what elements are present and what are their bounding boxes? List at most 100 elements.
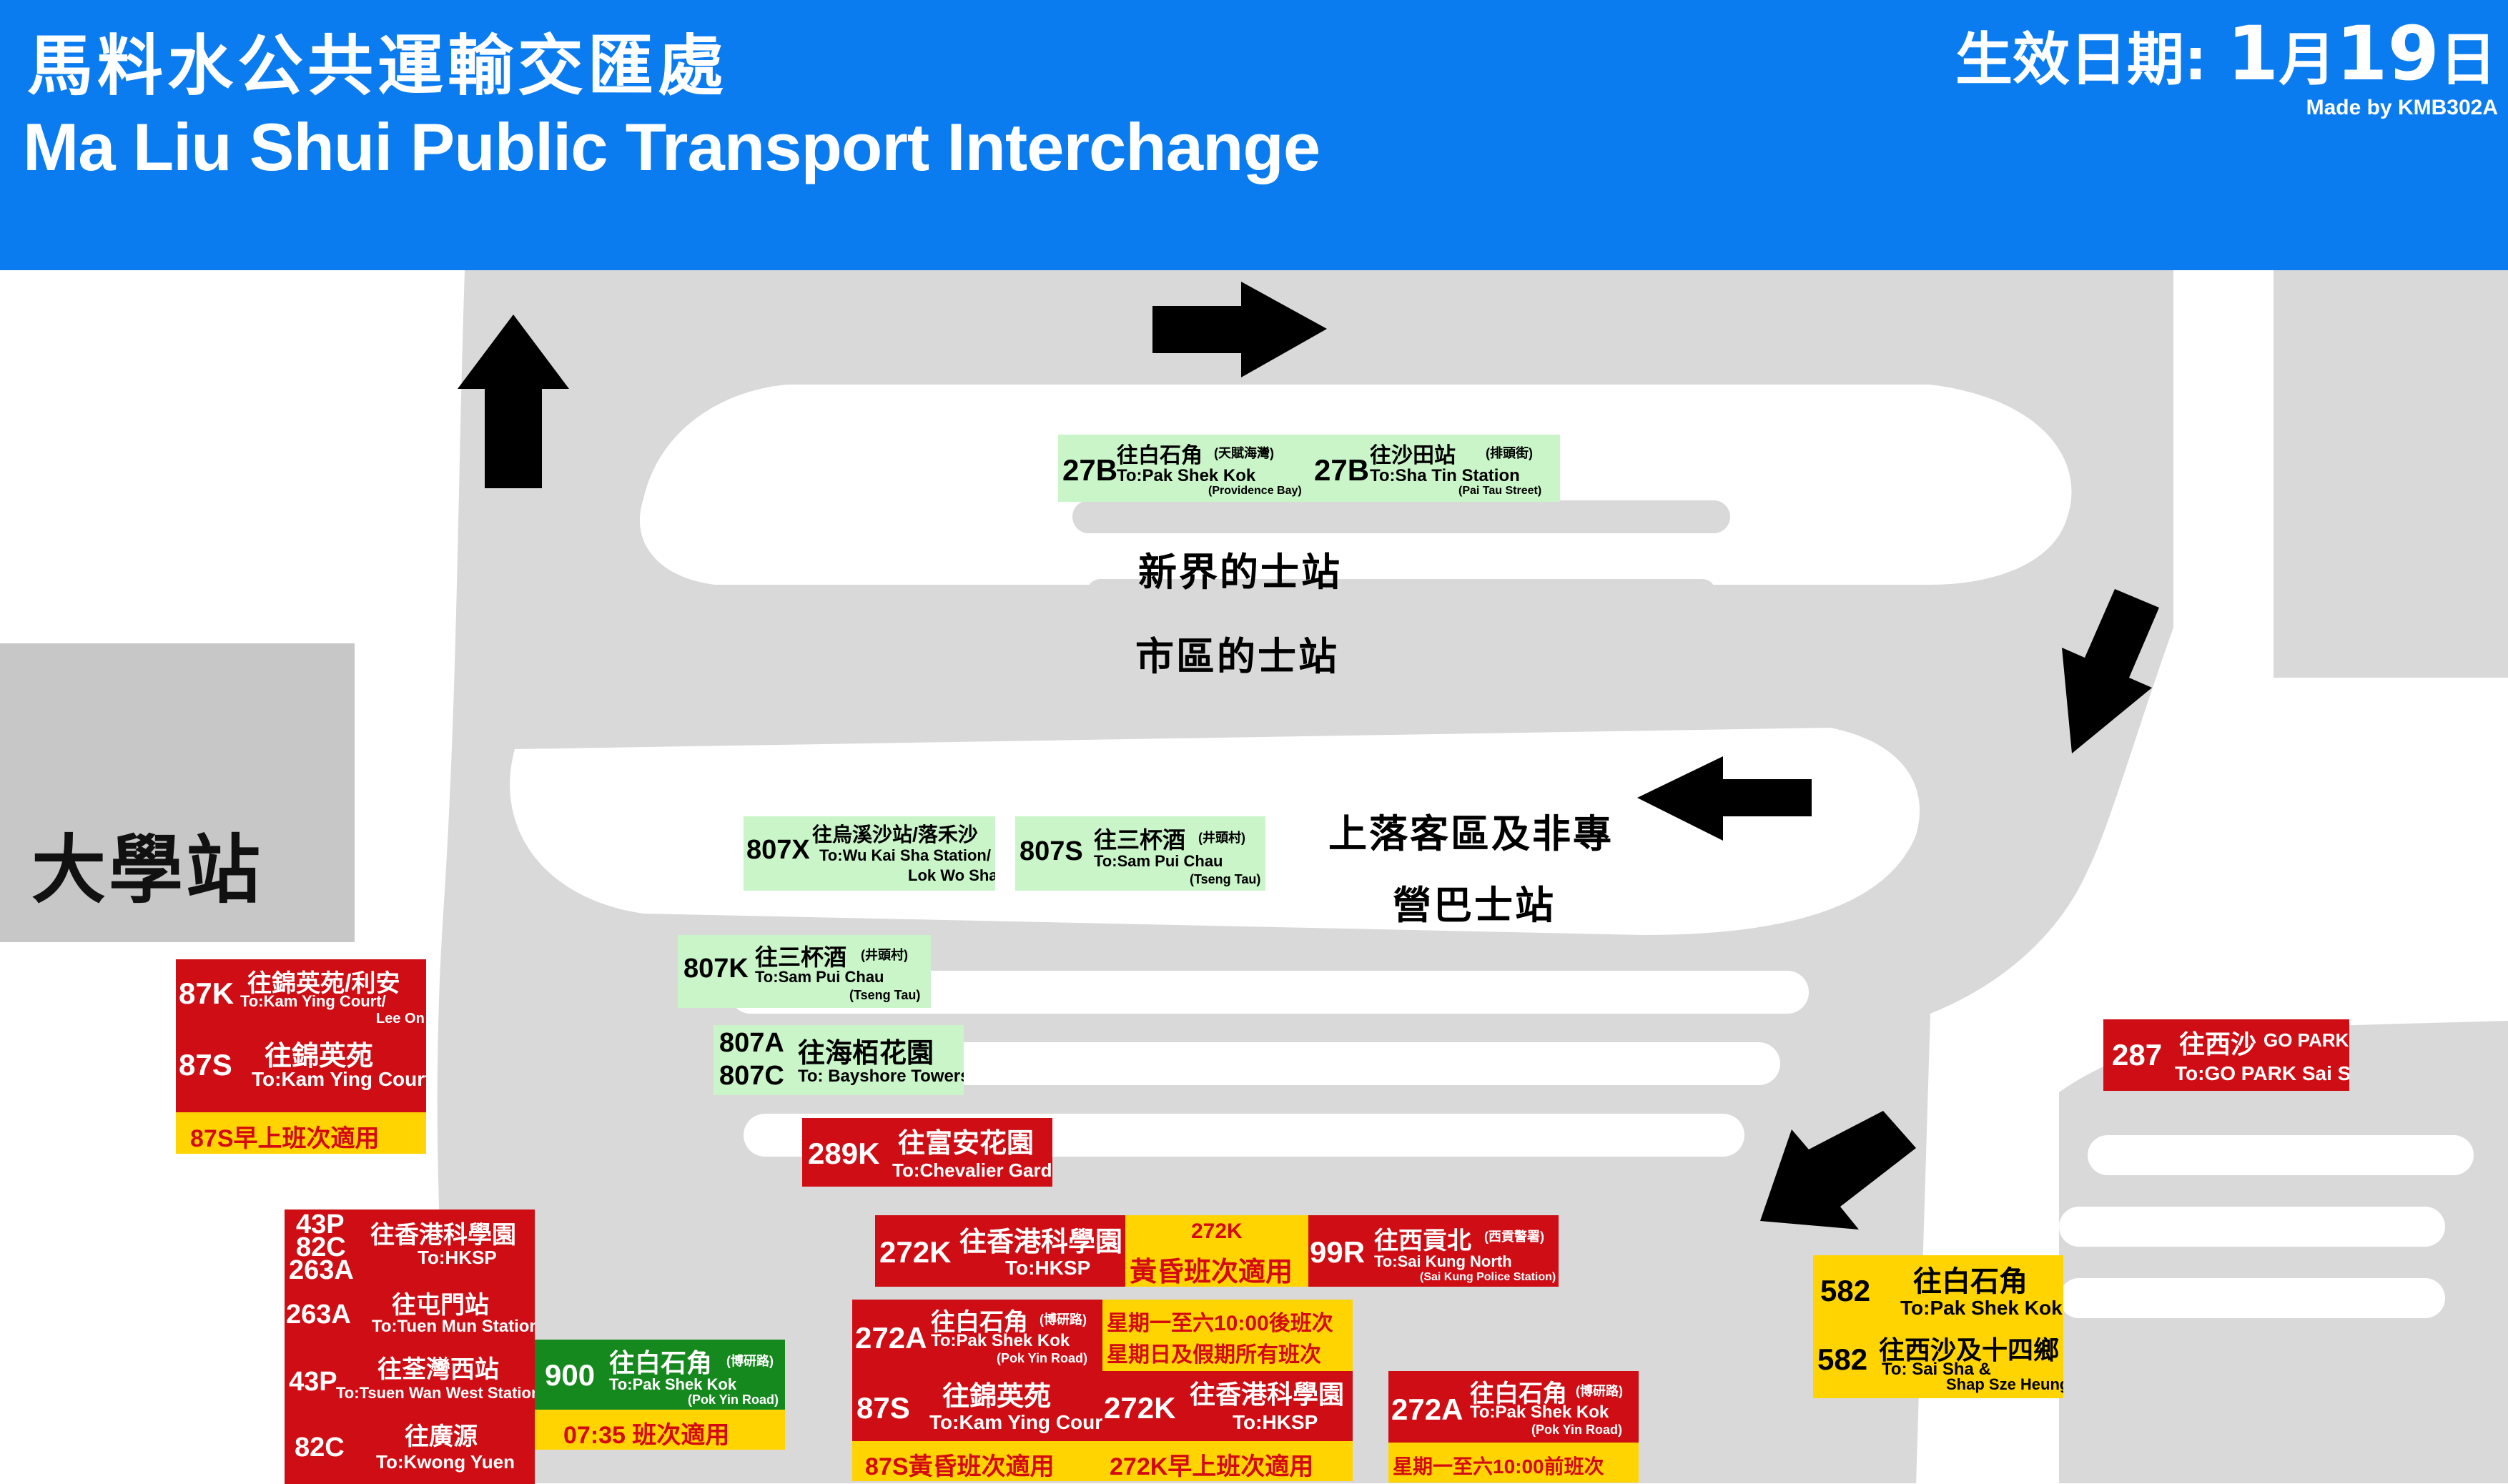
route-number: 807K [683, 954, 749, 984]
destination-en: To:HKSP [1005, 1257, 1091, 1279]
destination-en: To:GO PARK Sai Sha [2175, 1062, 2349, 1084]
university-station: 大學站 [0, 643, 355, 942]
stop-807k: 807K 往三杯酒 (井頭村) To:Sam Pui Chau (Tseng T… [678, 935, 931, 1008]
destination-zh: 往白石角 [609, 1348, 713, 1377]
station-label: 大學站 [31, 826, 264, 914]
destination-en-sub: (Providence Bay) [1208, 485, 1302, 497]
destination-zh-3: 往荃灣西站 [377, 1356, 499, 1383]
destination-zh: 往白石角 [1117, 444, 1203, 468]
note-272a-schedule: 星期一至六10:00後班次 星期日及假期所有班次 [1102, 1300, 1353, 1371]
destination-zh: 往香港科學園 [959, 1227, 1123, 1257]
destination-zh-sub: (博研路) [1576, 1384, 1623, 1398]
stop-287: 287 往西沙 GO PARK To:GO PARK Sai Sha [2103, 1019, 2349, 1091]
route-number-1c: 263A [289, 1255, 354, 1285]
urban-taxi-stand: 市區的士站 [1135, 634, 1339, 679]
stop-87s-kam-ying: 87S 往錦英苑 To:Kam Ying Court [852, 1371, 1102, 1441]
lower-island-2 [736, 1042, 1780, 1085]
destination-zh-sub: (排頭街) [1486, 446, 1533, 460]
destination-zh-sub: (井頭村) [861, 948, 908, 962]
destination-en-1: To:Pak Shek Kok [1900, 1297, 2063, 1319]
destination-zh: 往三杯酒 [1094, 827, 1186, 853]
destination-en-sub: (Sai Kung Police Station) [1420, 1271, 1556, 1283]
destination-en-2: To:Kam Ying Court [252, 1068, 426, 1090]
destination-zh-4: 往廣源 [405, 1423, 478, 1450]
route-number-1b: 82C [296, 1232, 346, 1262]
destination-en: To:Sai Kung North [1374, 1252, 1512, 1270]
note-87s-morning: 87S早上班次適用 [176, 1112, 426, 1154]
effective-month: 1 [2226, 10, 2279, 97]
pickup-area-line2: 營巴士站 [1393, 883, 1556, 928]
destination-en-2: To:Tuen Mun Station [372, 1317, 535, 1336]
note-272a-before-1000: 星期一至六10:00前班次 [1388, 1443, 1639, 1483]
nt-taxi-stand: 新界的士站 [1138, 550, 1342, 595]
stop-807x: 807X 往烏溪沙站/落禾沙 To:Wu Kai Sha Station/ Lo… [744, 816, 995, 891]
destination-en: To:Sha Tin Station [1370, 466, 1520, 485]
title-chinese: 馬料水公共運輸交匯處 [27, 28, 729, 104]
stop-43p-82c-263a: 43P 82C 263A 往香港科學園 To:HKSP 263A 往屯門站 To… [285, 1210, 535, 1484]
stop-272k-hksp-2: 272K 往香港科學園 To:HKSP [1102, 1371, 1353, 1441]
route-number: 807X [746, 835, 810, 865]
destination-en-sub: (Pai Tau Street) [1458, 485, 1542, 497]
route-number-2: 263A [286, 1300, 351, 1330]
destination-zh: 往白石角 [931, 1309, 1028, 1336]
note-line-1: 星期一至六10:00後班次 [1107, 1312, 1333, 1335]
lower-island-6 [2059, 1278, 2445, 1318]
arrow-right-icon [1152, 282, 1327, 377]
stop-272k-hksp: 272K 往香港科學園 To:HKSP [875, 1215, 1125, 1287]
map-area: 大學站 新界的士站 市區的士站 上落客區及非專 營巴士站 27B 往白石角 (天… [0, 270, 2508, 1484]
destination-zh: 往烏溪沙站/落禾沙 [812, 823, 978, 846]
stop-807a-807c: 807A 807C 往海栢花園 To: Bayshore Towers [714, 1025, 964, 1095]
pickup-area-line1: 上落客區及非專 [1328, 811, 1614, 856]
stop-900: 900 往白石角 (博研路) To:Pak Shek Kok (Pok Yin … [535, 1340, 785, 1410]
destination-en: To:Pak Shek Kok [931, 1331, 1070, 1350]
taxi-lanes [1008, 500, 1730, 698]
destination-en-2: To: Sai Sha & [1882, 1360, 1991, 1379]
stop-272a-before-1000: 272A 往白石角 (博研路) To:Pak Shek Kok (Pok Yin… [1388, 1371, 1639, 1443]
lower-island-1 [729, 971, 1809, 1014]
destination-zh-tag: GO PARK [2263, 1029, 2349, 1051]
destination-zh-2: 往錦英苑 [265, 1042, 374, 1072]
destination-en-3: To:Tsuen Wan West Station [336, 1384, 535, 1402]
destination-en-line2: Lok Wo Sha [908, 866, 995, 884]
route-number-2: 87S [179, 1048, 232, 1082]
destination-zh-2: 往屯門站 [392, 1292, 489, 1319]
route-number: 272A [855, 1321, 927, 1355]
destination-zh-sub: (西貢警署) [1484, 1230, 1544, 1244]
destination-zh: 往香港科學園 [1190, 1380, 1345, 1409]
lower-island-5 [2059, 1207, 2445, 1247]
note-line-2: 星期日及假期所有班次 [1107, 1343, 1321, 1367]
route-number: 272K [879, 1235, 952, 1269]
destination-zh: 往西沙 [2179, 1029, 2257, 1059]
route-number-1a: 43P [296, 1210, 345, 1240]
destination-zh-sub: (天賦海灣) [1214, 446, 1274, 460]
destination-en: To:Kam Ying Court [929, 1411, 1102, 1433]
destination-en-sub: (Tseng Tau) [849, 988, 921, 1002]
route-number: 272K [1104, 1391, 1176, 1425]
destination-en-sub: (Pok Yin Road) [997, 1351, 1088, 1365]
destination-zh-2: 往西沙及十四鄉 [1879, 1335, 2060, 1365]
destination-en-2b: Shap Sze Heung [1946, 1375, 2063, 1393]
destination-en-1: To:Kam Ying Court/ [240, 992, 386, 1010]
effective-day: 19 [2336, 10, 2439, 97]
destination-en-sub: (Tseng Tau) [1190, 872, 1261, 886]
route-number-1: 582 [1820, 1274, 1871, 1307]
arrow-down-left-icon [2062, 589, 2159, 753]
stop-582: 582 往白石角 To:Pak Shek Kok 582 往西沙及十四鄉 To:… [1813, 1255, 2063, 1398]
destination-en: To:Pak Shek Kok [1117, 466, 1256, 485]
route-number: 900 [545, 1358, 596, 1392]
destination-en: To: Bayshore Towers [798, 1067, 964, 1086]
effective-month-unit: 月 [2279, 26, 2336, 93]
destination-zh: 往三杯酒 [755, 944, 847, 970]
note-272k-evening: 272K 黃昏班次適用 [1125, 1215, 1308, 1287]
effective-date: 生效日期: 1月19日 [1955, 10, 2497, 97]
stop-807s: 807S 往三杯酒 (井頭村) To:Sam Pui Chau (Tseng T… [1015, 816, 1265, 891]
destination-zh: 往海栢花園 [798, 1039, 934, 1069]
note-272k-morning: 272K早上班次適用 [1102, 1441, 1353, 1481]
destination-en: To:Sam Pui Chau [1094, 852, 1223, 870]
destination-zh-1: 往錦英苑/利安 [247, 970, 400, 997]
route-number: 272K [1191, 1220, 1243, 1243]
destination-en: To:HKSP [1233, 1411, 1318, 1433]
route-number-1: 87K [179, 976, 234, 1010]
destination-en: To:Pak Shek Kok [609, 1375, 737, 1393]
lower-island-4 [2088, 1135, 2474, 1175]
